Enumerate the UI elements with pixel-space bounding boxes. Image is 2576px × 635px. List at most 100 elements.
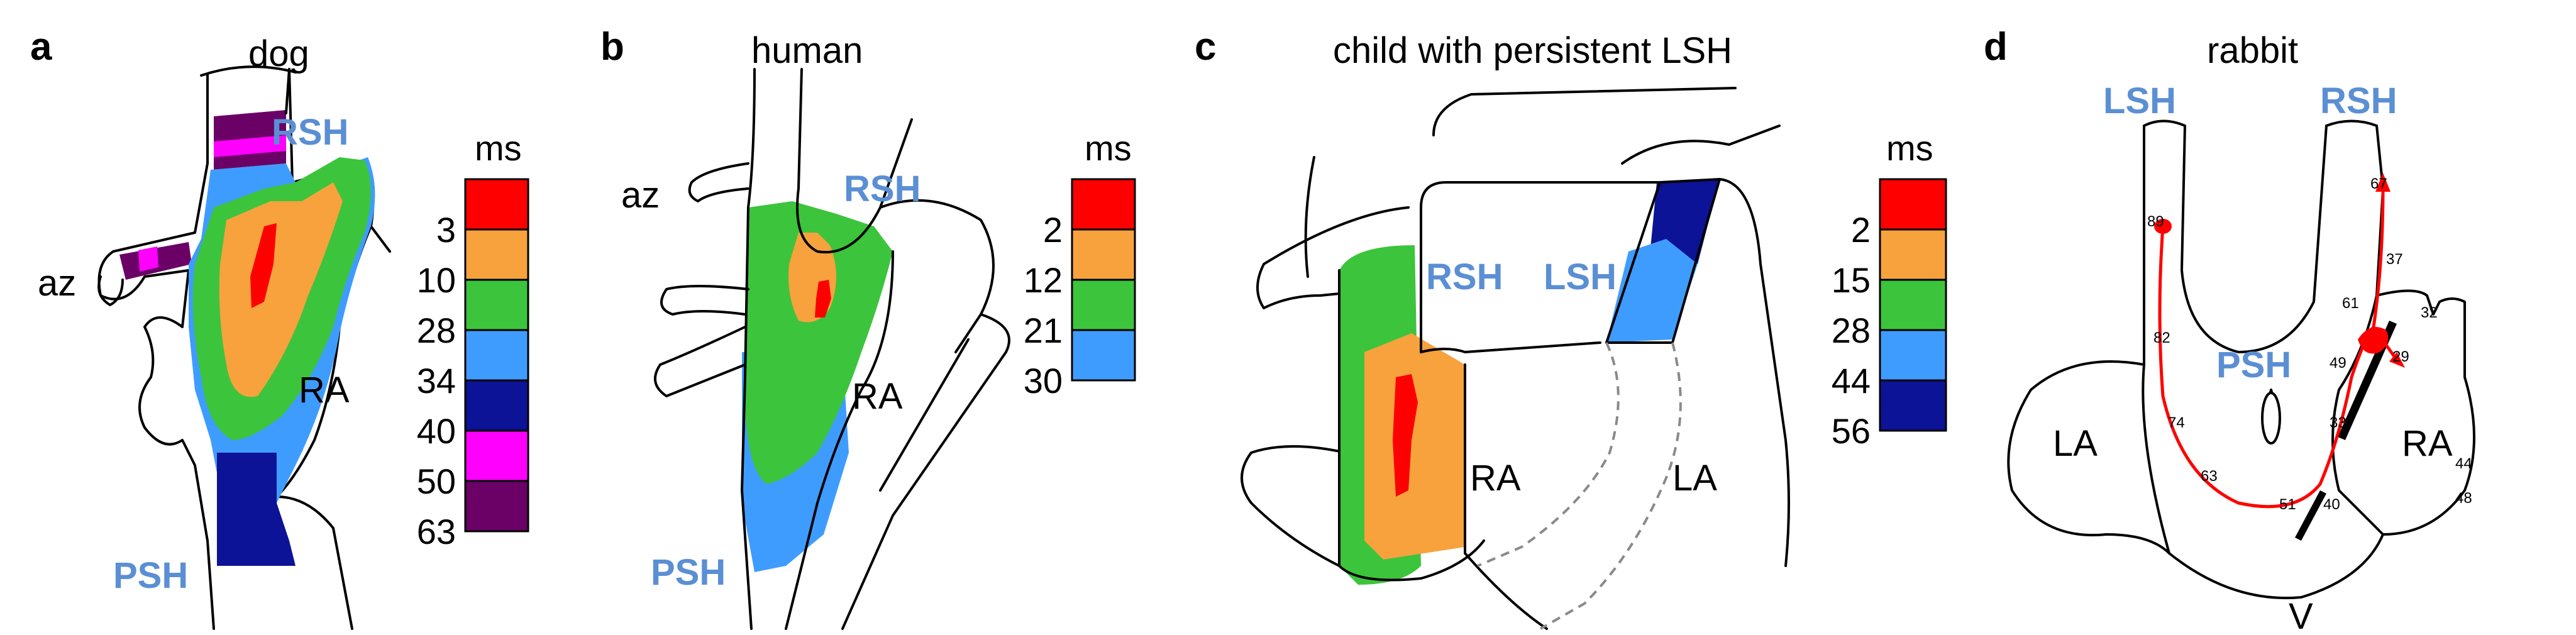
human-pv-bottom	[654, 326, 746, 397]
legend-c-swatch-red	[1879, 178, 1947, 231]
rabbit-heart-outline	[2007, 124, 2475, 600]
human-psh-label: PSH	[651, 552, 726, 593]
legend-a-tick: 34	[417, 361, 456, 400]
rabbit-time: 63	[2201, 468, 2218, 485]
legend-a-tick: 3	[436, 210, 456, 250]
dog-az-label: az	[38, 263, 76, 304]
legend-b-unit: ms	[1085, 128, 1132, 168]
legend-c-swatch-orange	[1879, 228, 1947, 281]
legend-c-tick: 28	[1832, 311, 1871, 350]
legend-a-swatch-lightblue	[464, 329, 529, 382]
human-green-zone	[745, 201, 893, 484]
human-pa-inner	[879, 338, 970, 492]
child-rsh-box	[1420, 181, 1661, 353]
legend-c-unit: ms	[1886, 128, 1933, 168]
rabbit-time: 82	[2153, 329, 2170, 346]
dog-vessel-top	[200, 65, 297, 114]
rabbit-activation-path	[2158, 188, 2385, 509]
panel-c-letter: c	[1195, 25, 1216, 69]
human-az	[688, 162, 749, 202]
panel-a: a dog RSH az RA PSH ms	[30, 25, 529, 630]
rabbit-lsh-dot	[2154, 219, 2172, 234]
panel-a-letter: a	[30, 25, 52, 69]
dog-rsh-label: RSH	[272, 112, 348, 153]
legend-a-swatch-purple	[464, 480, 529, 533]
dog-ra-label: RA	[299, 370, 350, 411]
rabbit-psh-ostium	[2261, 392, 2281, 444]
legend-c-swatch-lightblue	[1879, 329, 1947, 382]
rabbit-time: 74	[2168, 414, 2185, 431]
rabbit-arrow-right	[2389, 352, 2405, 368]
human-aorta	[879, 199, 995, 353]
dog-orange-zone	[219, 182, 343, 397]
rabbit-arrow-up	[2375, 173, 2391, 192]
rabbit-lsh-label: LSH	[2103, 80, 2176, 121]
legend-b-tick: 2	[1043, 210, 1063, 250]
legend-b-swatch-lightblue	[1071, 329, 1136, 382]
human-rsh-label: RSH	[844, 168, 920, 209]
human-pa	[841, 313, 1010, 630]
legend-c-tick: 15	[1832, 260, 1871, 300]
human-svc-right	[796, 68, 913, 254]
legend-a-swatch-magenta	[464, 429, 529, 482]
dog-az-magenta	[138, 246, 158, 272]
legend-b-swatch-green	[1071, 279, 1136, 331]
rabbit-time: 29	[2392, 348, 2409, 365]
human-svc-left	[741, 68, 756, 630]
child-lightblue-zone	[1606, 239, 1698, 343]
legend-b: ms 2 12 21 30	[1024, 128, 1136, 400]
panel-c: c child with persistent LSH RSH LSH RA L…	[1195, 25, 1947, 630]
child-bottom-vessel	[1241, 445, 1347, 567]
child-la-label: LA	[1672, 458, 1717, 499]
legend-b-swatch-orange	[1071, 228, 1136, 281]
legend-c: ms 2 15 28 44 56	[1832, 128, 1947, 451]
rabbit-la-bottom	[2142, 363, 2170, 555]
child-dashed-2	[1540, 342, 1682, 630]
legend-c-swatch-green	[1879, 279, 1947, 331]
rabbit-crista-2	[2295, 490, 2326, 541]
rabbit-time: 33	[2330, 414, 2347, 431]
rabbit-v-label: V	[2289, 596, 2313, 635]
legend-c-tick: 56	[1832, 411, 1871, 451]
rabbit-time: 67	[2370, 175, 2387, 192]
legend-b-swatch-red	[1071, 178, 1136, 231]
legend-a-swatch-red	[464, 178, 529, 231]
human-az-label: az	[621, 175, 660, 216]
child-right-curve	[1718, 178, 1790, 567]
child-septum	[1464, 363, 1548, 630]
child-top-curve-2	[1621, 124, 1781, 165]
panel-b: b human az RSH RA PSH ms 2 12 21	[600, 25, 1136, 630]
child-left-vessel	[1256, 206, 1410, 309]
legend-c-tick: 2	[1851, 210, 1871, 250]
rabbit-time: 37	[2386, 251, 2403, 268]
rabbit-la-label: LA	[2053, 423, 2098, 464]
dog-magenta-zone	[214, 135, 286, 157]
human-red-zone	[815, 280, 831, 318]
child-red-zone	[1393, 374, 1418, 497]
child-lsh-label: LSH	[1544, 257, 1617, 297]
legend-c-swatch-darkblue	[1879, 379, 1947, 432]
child-ra-label: RA	[1470, 458, 1521, 499]
rabbit-rsh-label: RSH	[2320, 80, 2397, 121]
child-top-curve	[1432, 87, 1737, 136]
child-rsh-label: RSH	[1426, 257, 1503, 297]
panel-d-letter: d	[1984, 25, 2008, 69]
panel-d-title: rabbit	[2207, 30, 2298, 71]
legend-a-swatch-green	[464, 279, 529, 331]
rabbit-time: 89	[2147, 213, 2164, 230]
human-ra-label: RA	[852, 376, 903, 417]
rabbit-lsh-top	[2143, 119, 2186, 127]
dog-red-zone	[250, 223, 277, 308]
rabbit-time: 32	[2421, 304, 2438, 321]
dog-psh-label: PSH	[113, 555, 188, 596]
rabbit-time: 48	[2455, 490, 2472, 507]
rabbit-time: 49	[2330, 355, 2347, 372]
legend-c-tick: 44	[1832, 361, 1871, 400]
human-ra-right	[785, 250, 894, 630]
rabbit-ra-label: RA	[2402, 423, 2453, 464]
legend-a-tick: 63	[417, 512, 456, 551]
rabbit-crista	[2338, 321, 2397, 440]
legend-a-unit: ms	[475, 128, 522, 168]
rabbit-rsh-top	[2325, 119, 2378, 127]
